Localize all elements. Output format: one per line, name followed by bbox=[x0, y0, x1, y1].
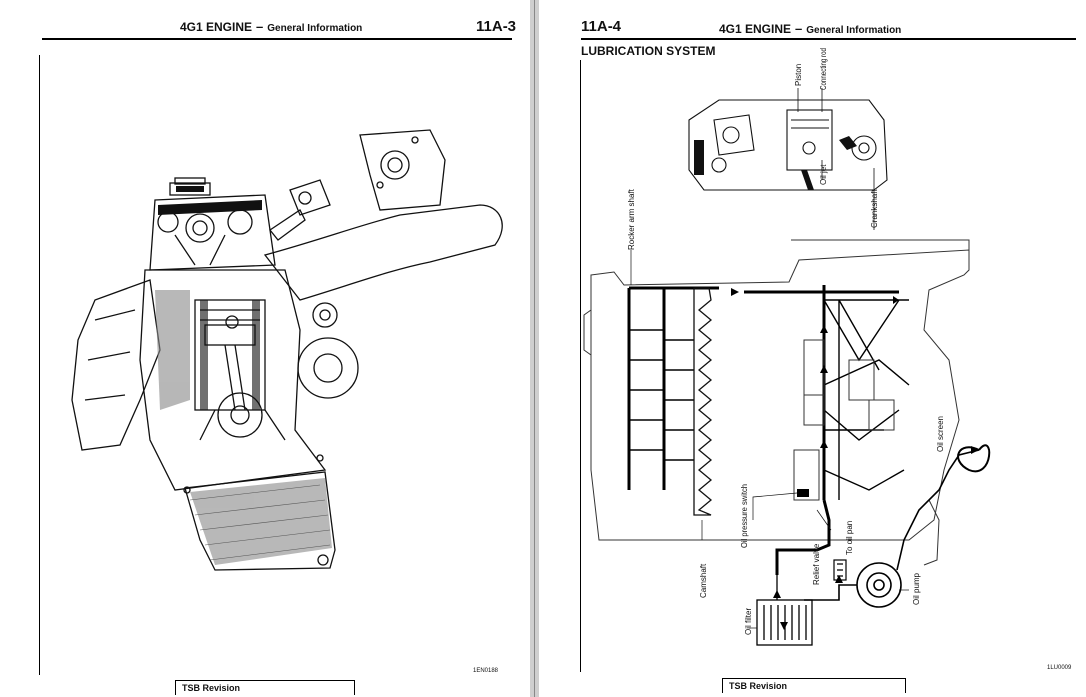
left-tsb-revision-box: TSB Revision bbox=[175, 680, 355, 695]
label-connecting-rod: Connecting rod bbox=[819, 48, 828, 90]
lubrication-system-diagram: Piston Connecting rod Oil jet Crankshaft… bbox=[583, 48, 991, 646]
section-title: LUBRICATION SYSTEM bbox=[581, 44, 716, 58]
right-figure-code: 1LU0009 bbox=[1047, 665, 1072, 671]
left-page: 4G1 ENGINE–General Information 11A-3 bbox=[0, 0, 530, 697]
label-oil-jet: Oil jet bbox=[819, 164, 828, 185]
left-figure-code: 1EN0188 bbox=[473, 668, 499, 674]
right-header-rule bbox=[581, 38, 1076, 40]
right-header-title: 4G1 ENGINE–General Information bbox=[719, 20, 901, 38]
header-section: General Information bbox=[806, 25, 902, 36]
label-oil-pressure-switch: Oil pressure switch bbox=[740, 484, 749, 548]
label-rocker-arm-shaft: Rocker arm shaft bbox=[627, 188, 636, 250]
label-camshaft: Camshaft bbox=[699, 563, 708, 598]
header-dash: – bbox=[256, 19, 264, 34]
label-crankshaft: Crankshaft bbox=[870, 189, 879, 228]
label-piston: Piston bbox=[794, 64, 803, 86]
label-oil-screen: Oil screen bbox=[936, 416, 945, 452]
header-section: General Information bbox=[267, 23, 363, 34]
left-header-rule bbox=[42, 38, 512, 40]
header-engine: 4G1 ENGINE bbox=[180, 20, 253, 34]
left-header-title: 4G1 ENGINE–General Information bbox=[180, 18, 362, 36]
left-frame-line bbox=[39, 55, 40, 675]
right-page-number: 11A-4 bbox=[581, 18, 622, 35]
label-to-oil-pan: To oil pan bbox=[845, 521, 854, 555]
header-dash: – bbox=[795, 21, 803, 36]
engine-cutaway-illustration bbox=[71, 129, 503, 571]
book-gutter bbox=[530, 0, 539, 697]
label-relief-valve: Relief valve bbox=[812, 543, 821, 585]
header-engine: 4G1 ENGINE bbox=[719, 22, 792, 36]
right-frame-line bbox=[580, 60, 581, 672]
label-oil-filter: Oil filter bbox=[744, 608, 753, 635]
label-oil-pump: Oil pump bbox=[912, 572, 921, 605]
left-page-number: 11A-3 bbox=[476, 18, 517, 35]
right-page: 11A-4 4G1 ENGINE–General Information LUB… bbox=[539, 0, 1086, 697]
right-tsb-revision-box: TSB Revision bbox=[722, 678, 906, 693]
